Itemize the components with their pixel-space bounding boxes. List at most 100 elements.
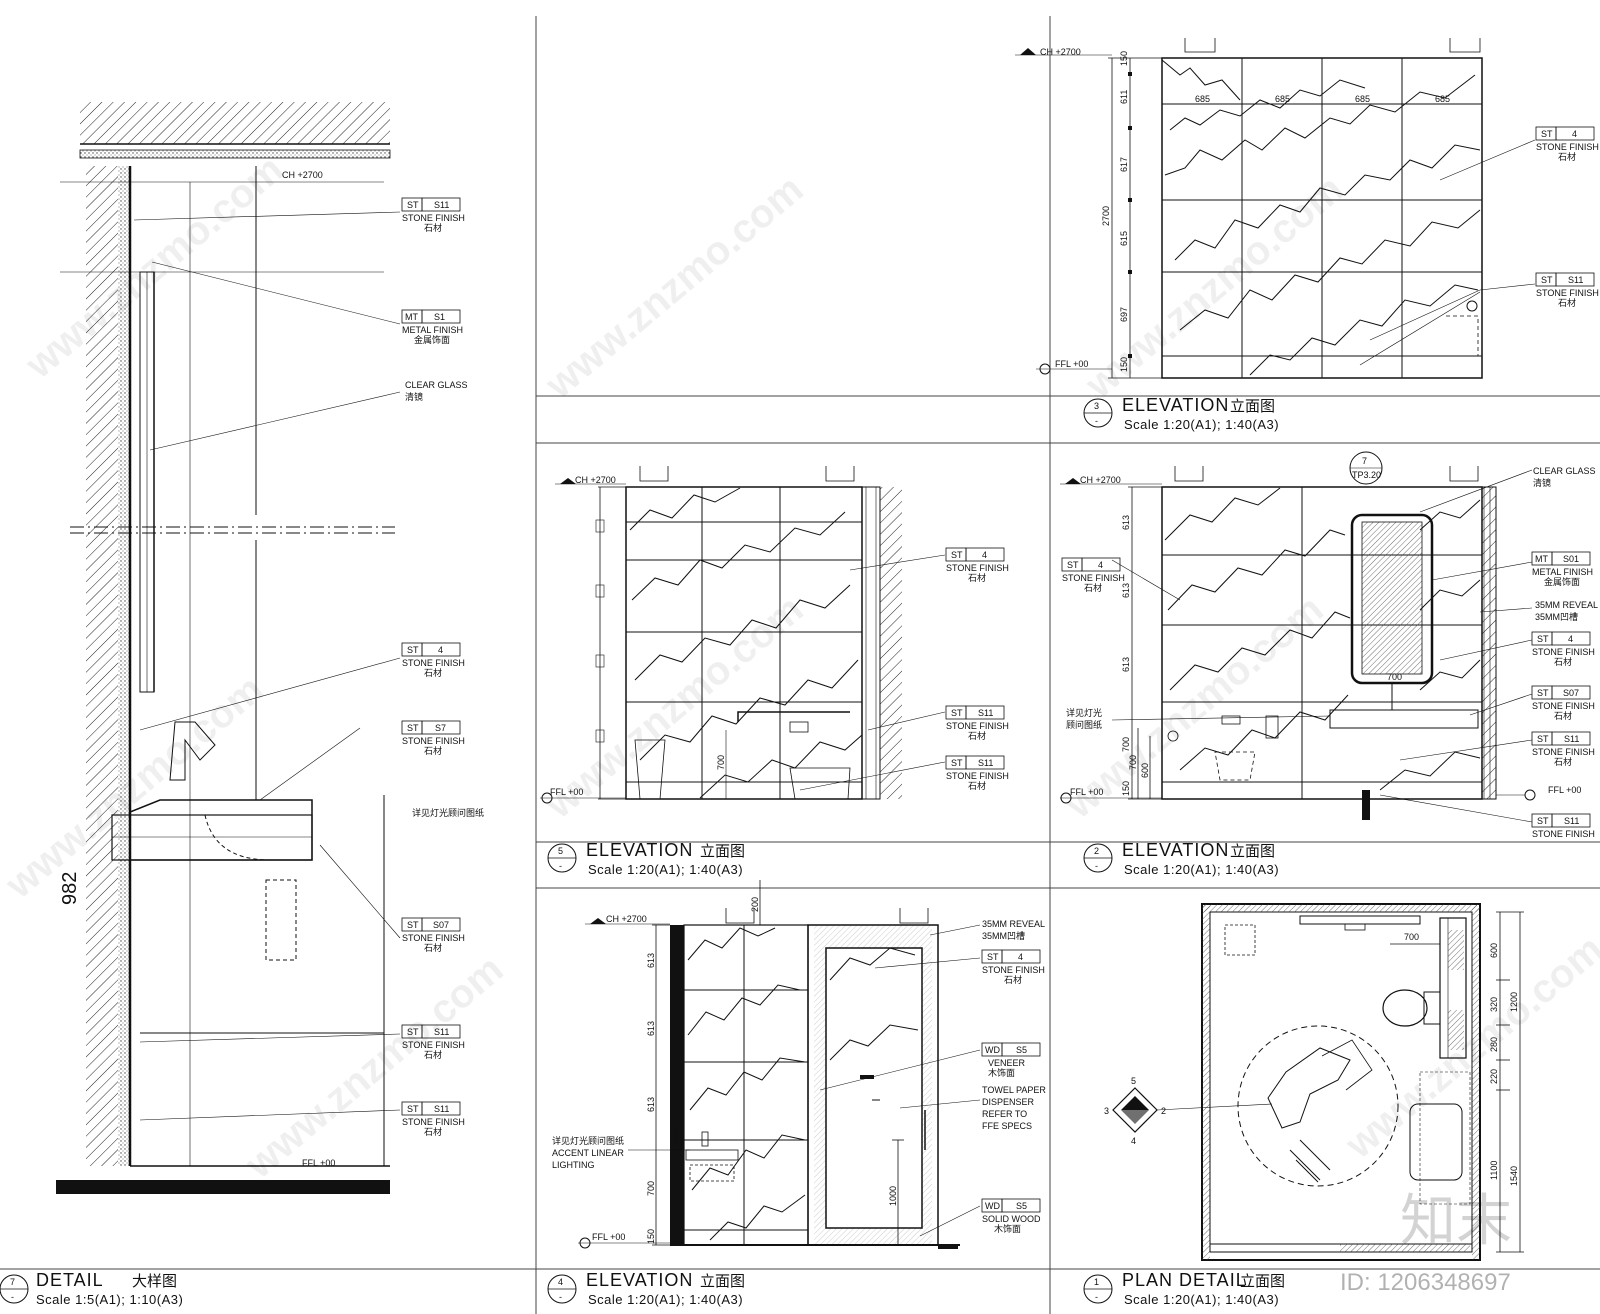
compass-n: 5 — [1131, 1076, 1136, 1086]
level-ffl-7: FFL +00 — [302, 1158, 335, 1168]
elevation-3: CH +2700 FFL +00 685 685 685 685 150 611… — [1015, 38, 1536, 379]
svg-text:WD: WD — [985, 1201, 1000, 1211]
svg-text:METAL FINISH: METAL FINISH — [1532, 567, 1593, 577]
note-clear-glass: CLEAR GLASS — [405, 380, 468, 390]
svg-text:石材: 石材 — [968, 730, 986, 741]
level-ch-5: CH +2700 — [575, 475, 616, 485]
svg-text:S11: S11 — [1564, 816, 1579, 826]
svg-text:ST: ST — [987, 952, 999, 962]
svg-text:STONE FINISH: STONE FINISH — [946, 563, 1009, 573]
svg-text:MT: MT — [1535, 554, 1548, 564]
svg-text:ST: ST — [1537, 734, 1549, 744]
tag-7-st-s07: ST S07 STONE FINISH 石材 — [401, 917, 465, 953]
title-block-4: 4 - ELEVATION 立面图 Scale 1:20(A1); 1:40(A… — [547, 1270, 745, 1307]
svg-text:Scale 1:5(A1); 1:10(A3): Scale 1:5(A1); 1:10(A3) — [36, 1292, 183, 1307]
dim-2-mirror-700: 700 — [1387, 672, 1402, 682]
svg-text:S11: S11 — [434, 1027, 449, 1037]
svg-text:PLAN DETAIL: PLAN DETAIL — [1122, 1270, 1247, 1290]
tag-7-st-s11-c: ST S11 STONE FINISH 石材 — [401, 1101, 465, 1137]
dim-4-v4: 700 — [646, 1181, 656, 1196]
dim-5-700: 700 — [716, 755, 726, 770]
svg-text:S11: S11 — [434, 200, 449, 210]
dim-2-v3: 613 — [1121, 657, 1131, 672]
svg-text:S11: S11 — [1568, 275, 1583, 285]
tag-7-st-s7: ST S7 STONE FINISH 石材 — [401, 720, 465, 756]
svg-text:金属饰面: 金属饰面 — [1544, 576, 1580, 587]
dim-2-v1: 613 — [1121, 515, 1131, 530]
tag-2-mt-s01: MT S01 METAL FINISH 金属饰面 — [1531, 551, 1593, 587]
tag-7-st-s11-a: ST S11 STONE FINISH 石材 — [401, 197, 465, 233]
dim-1-top: 700 — [1404, 932, 1419, 942]
title-block-3: 3 - ELEVATION 立面图 Scale 1:20(A1); 1:40(A… — [1083, 395, 1279, 432]
svg-text:S1: S1 — [434, 312, 445, 322]
tag-5-st-s11-b: ST S11 STONE FINISH 石材 — [945, 755, 1009, 791]
compass-marker: 5 3 2 4 — [1104, 1076, 1273, 1146]
svg-text:S5: S5 — [1016, 1201, 1027, 1211]
compass-w: 3 — [1104, 1106, 1109, 1116]
svg-text:www.znzmo.com: www.znzmo.com — [0, 667, 272, 908]
svg-text:石材: 石材 — [1084, 582, 1102, 593]
dim-1-v2: 320 — [1489, 997, 1499, 1012]
svg-text:4: 4 — [982, 550, 987, 560]
svg-text:7: 7 — [10, 1277, 15, 1287]
svg-text:石材: 石材 — [424, 667, 442, 678]
tag-7-st-s11-b: ST S11 STONE FINISH 石材 — [401, 1024, 465, 1060]
svg-text:STONE FINISH: STONE FINISH — [1532, 747, 1595, 757]
svg-text:STONE FINISH: STONE FINISH — [1062, 573, 1125, 583]
dim-3-v6: 150 — [1119, 357, 1129, 372]
dim-3-v3: 617 — [1119, 157, 1129, 172]
dim-1-v5: 1100 — [1489, 1161, 1499, 1180]
watermark-id: ID: 1206348697 — [1340, 1269, 1511, 1296]
dim-3-v4: 615 — [1119, 231, 1129, 246]
dim-2-v5: 150 — [1121, 781, 1131, 796]
dim-1-1200: 1200 — [1509, 992, 1519, 1012]
svg-text:石材: 石材 — [1554, 656, 1572, 667]
svg-text:SOLID WOOD: SOLID WOOD — [982, 1214, 1041, 1224]
svg-text:4: 4 — [1018, 952, 1023, 962]
svg-text:3: 3 — [1094, 401, 1099, 411]
svg-text:立面图: 立面图 — [1230, 843, 1275, 860]
svg-text:-: - — [1095, 416, 1098, 426]
svg-text:Scale 1:20(A1); 1:40(A3): Scale 1:20(A1); 1:40(A3) — [1124, 862, 1279, 877]
note-clear-glass-cn: 清镜 — [405, 391, 423, 402]
svg-text:STONE FINISH: STONE FINISH — [402, 1040, 465, 1050]
svg-text:石材: 石材 — [968, 780, 986, 791]
level-ch-7: CH +2700 — [282, 170, 323, 180]
dim-1-v1: 600 — [1489, 943, 1499, 958]
svg-text:石材: 石材 — [968, 572, 986, 583]
dim-4-1000: 1000 — [888, 1186, 898, 1206]
panel-frames — [0, 16, 1600, 1314]
svg-text:石材: 石材 — [424, 1126, 442, 1137]
svg-text:Scale 1:20(A1); 1:40(A3): Scale 1:20(A1); 1:40(A3) — [588, 862, 743, 877]
tag-5-st-4: ST 4 STONE FINISH 石材 — [945, 547, 1009, 583]
svg-text:ELEVATION: ELEVATION — [586, 840, 693, 860]
dim-4-v5: 150 — [646, 1229, 656, 1244]
svg-text:-: - — [1095, 861, 1098, 871]
note-towel-2: DISPENSER — [982, 1097, 1035, 1107]
note-towel-1: TOWEL PAPER — [982, 1085, 1046, 1095]
svg-text:STONE FINISH: STONE FINISH — [1532, 829, 1595, 839]
svg-text:ST: ST — [1537, 634, 1549, 644]
tag-7-mt-s1: MT S1 METAL FINISH 金属饰面 — [401, 309, 463, 345]
note-lighting-cn: 详见灯光顾问图纸 — [412, 807, 484, 818]
level-ch-3: CH +2700 — [1040, 47, 1081, 57]
note-reveal-2-cn: 35MM凹槽 — [1535, 611, 1578, 622]
compass-e: 2 — [1161, 1106, 1166, 1116]
dim-982: 982 — [59, 872, 81, 905]
elevation-4: CH +2700 FFL +00 613 613 613 700 150 200… — [552, 880, 1046, 1249]
svg-text:www.znzmo.com: www.znzmo.com — [537, 167, 812, 408]
tag-3-st-s11: ST S11 STONE FINISH 石材 — [1535, 272, 1599, 308]
svg-text:石材: 石材 — [1554, 756, 1572, 767]
svg-text:4: 4 — [1568, 634, 1573, 644]
note-clear-glass-2-cn: 清镜 — [1533, 477, 1551, 488]
svg-text:木饰面: 木饰面 — [994, 1223, 1021, 1234]
svg-text:www.znzmo.com: www.znzmo.com — [1337, 927, 1600, 1168]
tag-4-wd-s5-solid: WD S5 SOLID WOOD 木饰面 — [981, 1198, 1041, 1234]
svg-text:S11: S11 — [978, 758, 993, 768]
svg-text:ST: ST — [1537, 816, 1549, 826]
svg-text:STONE FINISH: STONE FINISH — [402, 1117, 465, 1127]
svg-text:石材: 石材 — [1558, 151, 1576, 162]
svg-text:ST: ST — [951, 708, 963, 718]
svg-text:石材: 石材 — [1004, 974, 1022, 985]
